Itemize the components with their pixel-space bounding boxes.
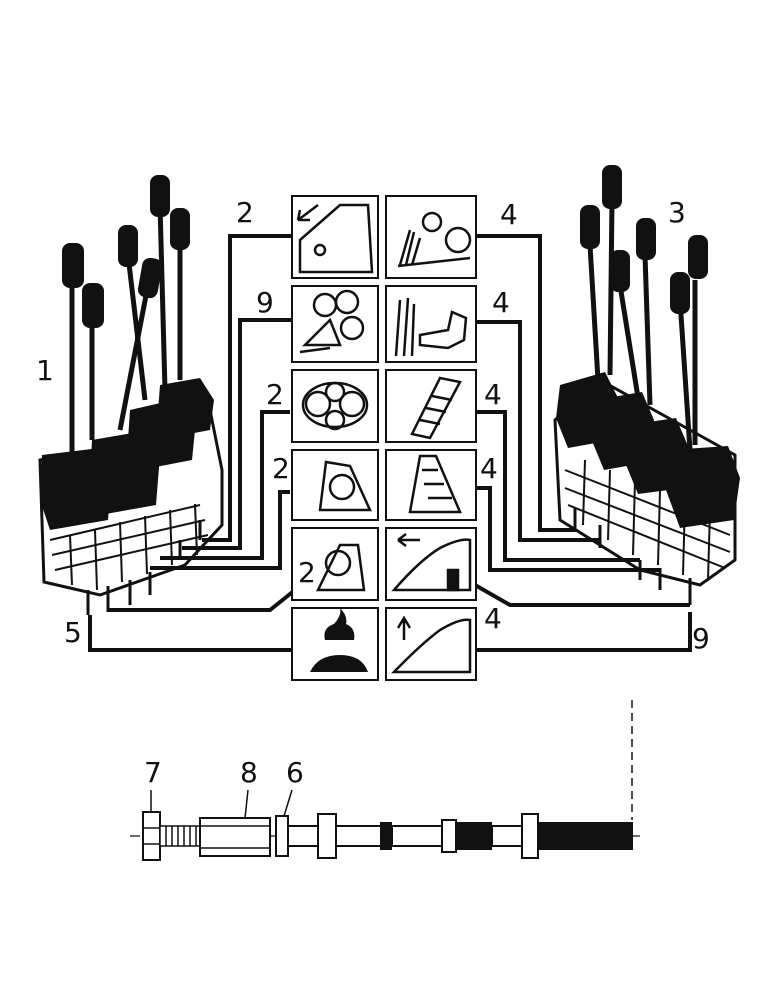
elevator-icon [410, 376, 462, 440]
hydraulic-lines [88, 234, 692, 652]
callout-labels: 1 2 9 2 2 2 5 3 4 4 4 4 4 9 7 8 6 [36, 196, 710, 789]
callout-4-b: 4 [492, 286, 510, 319]
linkage-rod-assembly [130, 700, 640, 861]
callout-7: 7 [144, 756, 162, 789]
mixing-rollers-icon [299, 289, 365, 354]
left-valve-bank [38, 175, 224, 615]
callout-4-a: 4 [500, 198, 518, 231]
roller-tilt-icon [318, 460, 372, 512]
callout-2-d: 2 [298, 556, 316, 589]
callout-4-d: 4 [480, 452, 498, 485]
cane-cutter-icon [397, 211, 472, 268]
right-valve-bank [553, 165, 740, 605]
callout-4-e: 4 [484, 602, 502, 635]
callout-8: 8 [240, 756, 258, 789]
callout-9-a: 9 [256, 286, 274, 319]
callout-9-b: 9 [692, 622, 710, 655]
callout-2-b: 2 [266, 378, 284, 411]
callout-5: 5 [64, 616, 82, 649]
hood-up-arrow-icon [391, 615, 472, 674]
roller-tilt-reverse-icon [315, 543, 366, 592]
cane-feeder-icon [394, 297, 468, 357]
callout-1: 1 [36, 354, 54, 387]
cab-door-arrow-icon [296, 203, 374, 274]
callout-3: 3 [668, 196, 686, 229]
callout-2-c: 2 [272, 452, 290, 485]
callout-4-c: 4 [484, 378, 502, 411]
pictogram-panel [291, 195, 477, 681]
three-rollers-icon [301, 381, 369, 431]
callout-6: 6 [286, 756, 304, 789]
elevator-tilt-icon [408, 454, 462, 514]
callout-leaders [150, 789, 293, 819]
rabbit-turtle-speed-icon [310, 608, 368, 672]
hood-left-arrow-icon [391, 533, 472, 592]
callout-2-a: 2 [236, 196, 254, 229]
